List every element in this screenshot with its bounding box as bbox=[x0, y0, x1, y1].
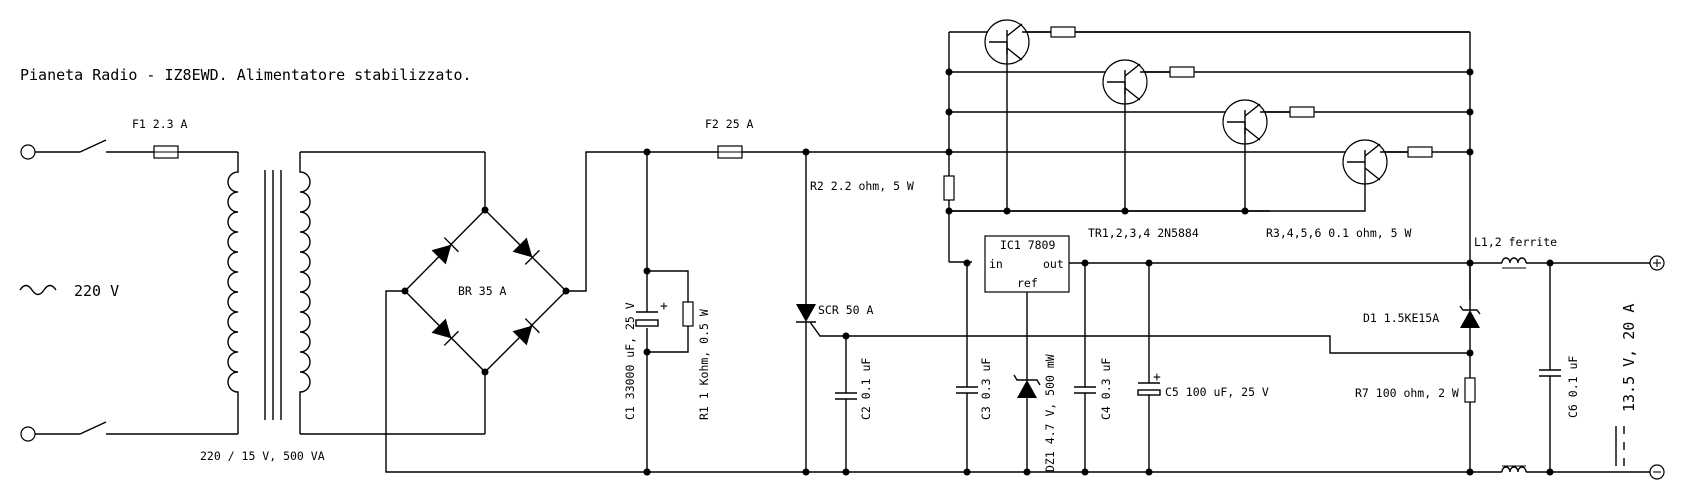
c1-r1-section: + C1 33000 uF, 25 V R1 1 Kohm, 0.5 W bbox=[623, 148, 711, 476]
c4-label: C4 0.3 uF bbox=[1099, 358, 1113, 420]
transistor-tr3 bbox=[1222, 99, 1315, 215]
inductor-l1 bbox=[1501, 257, 1527, 264]
regulator-ic1: IC1 7809 in out ref DZ1 4.7 V, 500 mW C3… bbox=[956, 235, 1470, 476]
f2-label: F2 25 A bbox=[705, 117, 754, 131]
fuse-f1: F1 2.3 A bbox=[132, 117, 238, 159]
l12-label: L1,2 ferrite bbox=[1474, 235, 1557, 249]
c2-label: C2 0.1 uF bbox=[859, 358, 873, 420]
ic1-ref-pin: ref bbox=[1017, 276, 1038, 290]
ic1-out-pin: out bbox=[1043, 257, 1064, 271]
ic1-in-pin: in bbox=[989, 257, 1003, 271]
fuse-f2: F2 25 A bbox=[705, 117, 949, 159]
transistors-label: TR1,2,3,4 2N5884 bbox=[1088, 226, 1199, 240]
ac-voltage-label: 220 V bbox=[74, 282, 119, 300]
bridge-rectifier: BR 35 A bbox=[385, 151, 1470, 473]
f1-label: F1 2.3 A bbox=[132, 117, 187, 131]
transistor-bank: TR1,2,3,4 2N5884 R3,4,5,6 0.1 ohm, 5 W bbox=[943, 19, 1474, 300]
transformer-label: 220 / 15 V, 500 VA bbox=[200, 449, 325, 463]
r7-label: R7 100 ohm, 2 W bbox=[1355, 386, 1459, 400]
dc-symbol-icon bbox=[1615, 426, 1625, 466]
ac-input-terminals: 220 V bbox=[19, 139, 238, 442]
d1-label: D1 1.5KE15A bbox=[1363, 311, 1439, 325]
c1-label: C1 33000 uF, 25 V bbox=[623, 302, 637, 420]
output-section: D1 1.5KE15A R7 100 ohm, 2 W L1,2 ferrite… bbox=[1355, 235, 1665, 480]
scr-crowbar: R2 2.2 ohm, 5 W SCR 50 A C2 0.1 uF bbox=[796, 152, 1470, 476]
c5-label: C5 100 uF, 25 V bbox=[1165, 385, 1269, 399]
r2-label: R2 2.2 ohm, 5 W bbox=[810, 179, 914, 193]
output-rating-label: 13.5 V, 20 A bbox=[1620, 304, 1638, 412]
ac-sine-icon bbox=[19, 284, 57, 296]
transistor-tr1 bbox=[984, 19, 1470, 215]
c6-label: C6 0.1 uF bbox=[1566, 356, 1580, 418]
ic1-label: IC1 7809 bbox=[1000, 238, 1055, 252]
r1-label: R1 1 Kohm, 0.5 W bbox=[697, 309, 711, 420]
c3-label: C3 0.3 uF bbox=[979, 358, 993, 420]
svg-text:+: + bbox=[1153, 370, 1161, 385]
emitter-resistors-label: R3,4,5,6 0.1 ohm, 5 W bbox=[1266, 226, 1411, 240]
bridge-label: BR 35 A bbox=[458, 284, 507, 298]
scr-label: SCR 50 A bbox=[818, 303, 873, 317]
schematic-title: Pianeta Radio - IZ8EWD. Alimentatore sta… bbox=[20, 66, 472, 84]
inductor-l2 bbox=[1501, 466, 1527, 473]
transistor-tr2 bbox=[1102, 59, 1195, 215]
svg-text:+: + bbox=[660, 299, 668, 314]
transistor-tr4 bbox=[949, 139, 1433, 212]
dz1-label: DZ1 4.7 V, 500 mW bbox=[1043, 354, 1057, 472]
transformer: 220 / 15 V, 500 VA bbox=[200, 151, 486, 463]
